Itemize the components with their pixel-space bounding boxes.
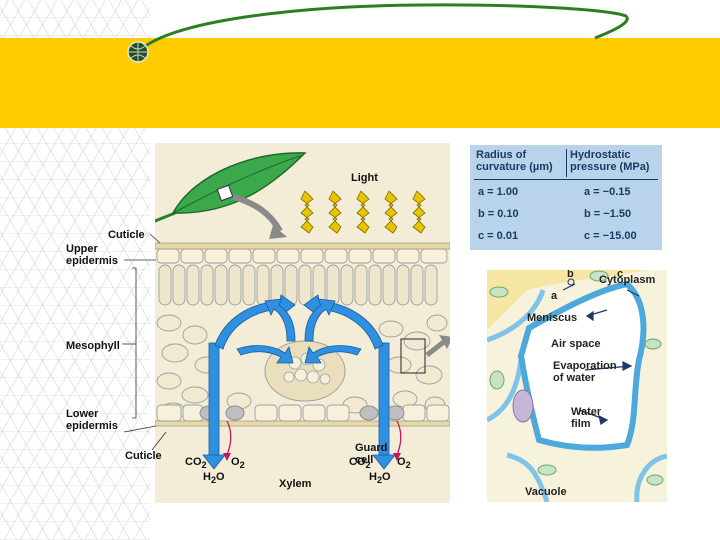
leaf-cross-section-drawing	[155, 152, 450, 470]
c-label: c	[617, 270, 624, 280]
h2o-left-label: H2O	[203, 471, 225, 486]
co2-right-label: CO2	[349, 456, 371, 471]
light-label: Light	[351, 172, 378, 184]
o2-right-label: O2	[397, 456, 411, 471]
table-row: b = −1.50	[584, 208, 632, 220]
title-band	[0, 38, 720, 128]
table-row: c = 0.01	[478, 230, 519, 242]
table-row: b = 0.10	[478, 208, 519, 220]
table-row: c = −15.00	[584, 230, 637, 242]
table-row: a = 1.00	[478, 186, 519, 198]
cuticle-top-label: Cuticle	[108, 229, 145, 241]
cuticle-bottom-label: Cuticle	[125, 450, 162, 462]
cytoplasm-label: Cytoplasm	[599, 274, 656, 286]
table-row: a = −0.15	[584, 186, 631, 198]
cell-wall-detail: a b c Cytoplasm Meniscus Air space Evapo…	[487, 270, 667, 502]
leaf-icon	[155, 152, 307, 239]
vacuole-label: Vacuole	[525, 486, 567, 498]
meniscus-label: Meniscus	[527, 312, 578, 324]
air-space-label: Air space	[551, 338, 601, 350]
cell-wall-detail-drawing	[487, 270, 667, 502]
o2-left-label: O2	[231, 456, 245, 471]
decorative-curve	[127, 3, 629, 63]
h2o-right-label: H2O	[369, 471, 391, 486]
a-label: a	[551, 290, 558, 302]
b-label: b	[567, 270, 574, 280]
co2-left-label: CO2	[185, 456, 207, 471]
xylem-label: Xylem	[279, 478, 312, 490]
mesophyll-label: Mesophyll	[66, 340, 120, 352]
globe-icon	[127, 41, 149, 63]
